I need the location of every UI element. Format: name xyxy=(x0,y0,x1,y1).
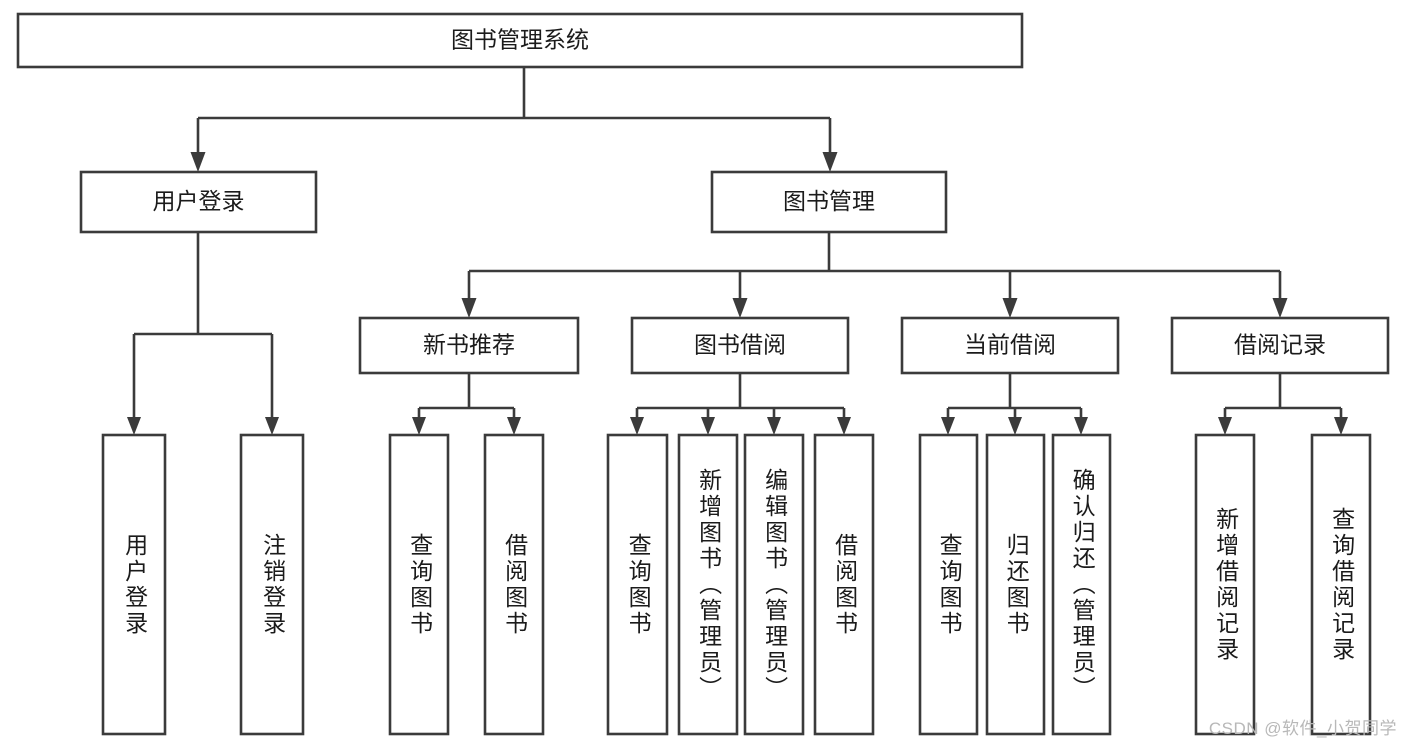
leaf-leaf-borrow-book-recommend-rect[interactable] xyxy=(483,433,545,736)
node-root-rect[interactable] xyxy=(16,12,1024,69)
leaf-leaf-confirm-return-admin-rect[interactable] xyxy=(1051,433,1112,736)
leaf-leaf-logout[interactable] xyxy=(239,433,305,736)
node-borrow-record-label: 借阅记录 xyxy=(1234,332,1326,358)
leaf-leaf-borrow-book-recommend[interactable] xyxy=(483,433,545,736)
drop-borrow-record-head xyxy=(1272,298,1288,318)
leaf-leaf-user-login-rect[interactable] xyxy=(101,433,167,736)
leaf-leaf-add-borrow-record-rect[interactable] xyxy=(1194,433,1256,736)
leaf-leaf-add-book-admin-rect[interactable] xyxy=(677,433,739,736)
node-user-login[interactable]: 用户登录 xyxy=(79,170,318,234)
arrow-leaf-add-borrow-record-head xyxy=(1218,417,1232,435)
leaf-leaf-query-book-current-rect[interactable] xyxy=(918,433,979,736)
node-book-management[interactable]: 图书管理 xyxy=(710,170,948,234)
leaf-leaf-query-book-recommend[interactable] xyxy=(388,433,450,736)
node-new-book-recommend-rect[interactable] xyxy=(358,316,580,375)
node-current-borrow[interactable]: 当前借阅 xyxy=(900,316,1120,375)
drop-user-login-head xyxy=(190,152,206,172)
arrow-leaf-query-book-recommend-head xyxy=(412,417,426,435)
node-book-borrow[interactable]: 图书借阅 xyxy=(630,316,850,375)
arrow-leaf-borrow-book-head xyxy=(837,417,851,435)
node-new-book-recommend-label: 新书推荐 xyxy=(423,332,515,358)
watermark: CSDN @软件_小贺同学 xyxy=(1208,719,1397,738)
node-root[interactable]: 图书管理系统 xyxy=(16,12,1024,69)
arrow-leaf-query-book-borrow-head xyxy=(630,417,644,435)
leaf-leaf-confirm-return-admin[interactable] xyxy=(1051,433,1112,736)
arrow-leaf-query-borrow-record-head xyxy=(1334,417,1348,435)
arrow-leaf-user-login-head xyxy=(127,417,141,435)
leaf-leaf-query-book-recommend-rect[interactable] xyxy=(388,433,450,736)
leaf-leaf-user-login[interactable] xyxy=(101,433,167,736)
leaf-leaf-edit-book-admin-rect[interactable] xyxy=(743,433,805,736)
leaf-leaf-return-book[interactable] xyxy=(985,433,1046,736)
arrow-leaf-borrow-book-recommend-head xyxy=(507,417,521,435)
leaf-leaf-edit-book-admin[interactable] xyxy=(743,433,805,736)
arrow-leaf-edit-book-admin-head xyxy=(767,417,781,435)
drop-current-borrow-head xyxy=(1002,298,1018,318)
arrow-leaf-add-book-admin-head xyxy=(701,417,715,435)
arrow-leaf-confirm-return-admin-head xyxy=(1074,417,1088,435)
drop-book-borrow-head xyxy=(732,298,748,318)
leaf-leaf-add-book-admin[interactable] xyxy=(677,433,739,736)
node-root-label: 图书管理系统 xyxy=(451,27,589,53)
node-user-login-rect[interactable] xyxy=(79,170,318,234)
node-book-management-label: 图书管理 xyxy=(783,188,875,214)
connector-layer xyxy=(127,67,1348,435)
drop-new-book-recommend-head xyxy=(461,298,477,318)
node-book-borrow-rect[interactable] xyxy=(630,316,850,375)
drop-book-management-head xyxy=(822,152,838,172)
leaf-leaf-query-borrow-record[interactable] xyxy=(1310,433,1372,736)
node-book-borrow-label: 图书借阅 xyxy=(694,332,786,358)
node-user-login-label: 用户登录 xyxy=(153,188,245,214)
arrow-leaf-query-book-current-head xyxy=(941,417,955,435)
leaf-leaf-query-book-current[interactable] xyxy=(918,433,979,736)
leaf-leaf-query-borrow-record-rect[interactable] xyxy=(1310,433,1372,736)
leaf-leaf-borrow-book-rect[interactable] xyxy=(813,433,875,736)
leaf-leaf-query-book-borrow[interactable] xyxy=(606,433,669,736)
node-new-book-recommend[interactable]: 新书推荐 xyxy=(358,316,580,375)
node-book-management-rect[interactable] xyxy=(710,170,948,234)
node-current-borrow-rect[interactable] xyxy=(900,316,1120,375)
node-borrow-record[interactable]: 借阅记录 xyxy=(1170,316,1390,375)
leaf-leaf-borrow-book[interactable] xyxy=(813,433,875,736)
leaf-leaf-return-book-rect[interactable] xyxy=(985,433,1046,736)
arrow-leaf-logout-head xyxy=(265,417,279,435)
leaf-leaf-logout-rect[interactable] xyxy=(239,433,305,736)
arrow-leaf-return-book-head xyxy=(1008,417,1022,435)
node-current-borrow-label: 当前借阅 xyxy=(964,332,1056,358)
leaf-leaf-add-borrow-record[interactable] xyxy=(1194,433,1256,736)
leaf-leaf-query-book-borrow-rect[interactable] xyxy=(606,433,669,736)
node-borrow-record-rect[interactable] xyxy=(1170,316,1390,375)
